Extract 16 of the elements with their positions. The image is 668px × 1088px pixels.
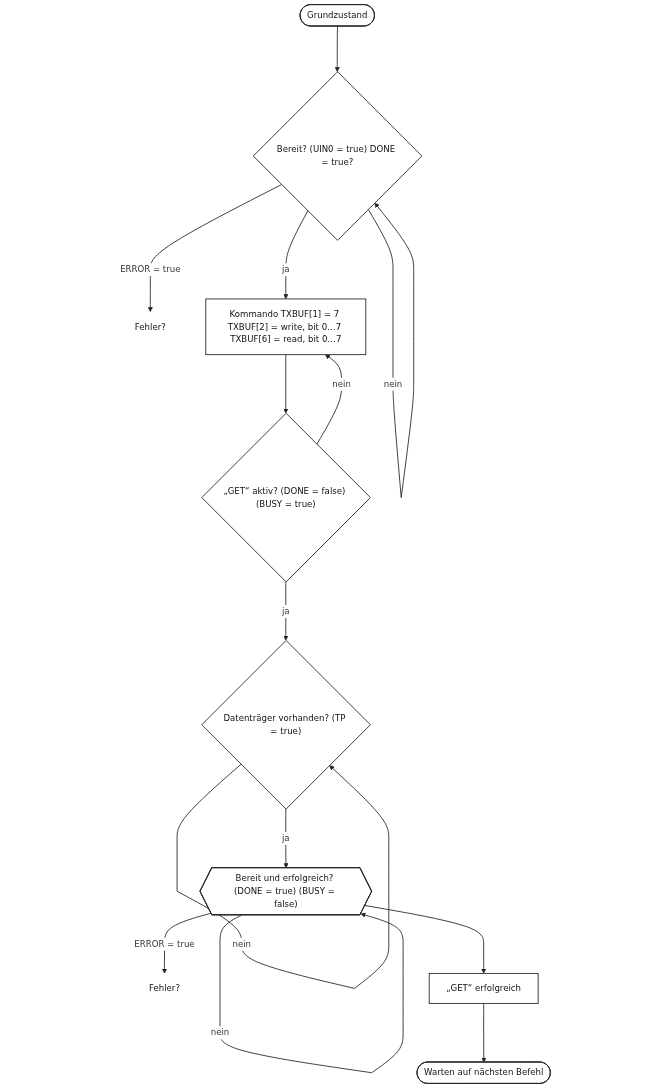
edge-label: nein (210, 1027, 230, 1038)
edge-label: nein (232, 938, 252, 950)
node-diamond: Bereit? (UIN0 = true) DONE = true? (252, 71, 423, 241)
node-text: Fehler? (149, 983, 180, 994)
node-diamond: „GET“ aktiv? (DONE = false) (BUSY = true) (201, 412, 371, 583)
edge-label: ERROR = true (120, 264, 181, 275)
edge-label: ja (281, 264, 290, 275)
edge-label: ja (281, 833, 290, 844)
edge-label: ja (281, 605, 290, 617)
edge-label: nein (332, 378, 351, 389)
edge-label: nein (383, 378, 403, 389)
node-text: Fehler? (134, 321, 166, 332)
node-box: „GET“ erfolgreich (428, 972, 539, 1004)
edge-label: ERROR = true (134, 938, 195, 950)
node-diamond: Datenträger vorhanden? (TP = true) (201, 640, 371, 810)
node-box: Kommando TXBUF[1] = 7 TXBUF[2] = write, bit 0…7 TXBUF[6] = read, bit 0…7 (205, 298, 367, 356)
